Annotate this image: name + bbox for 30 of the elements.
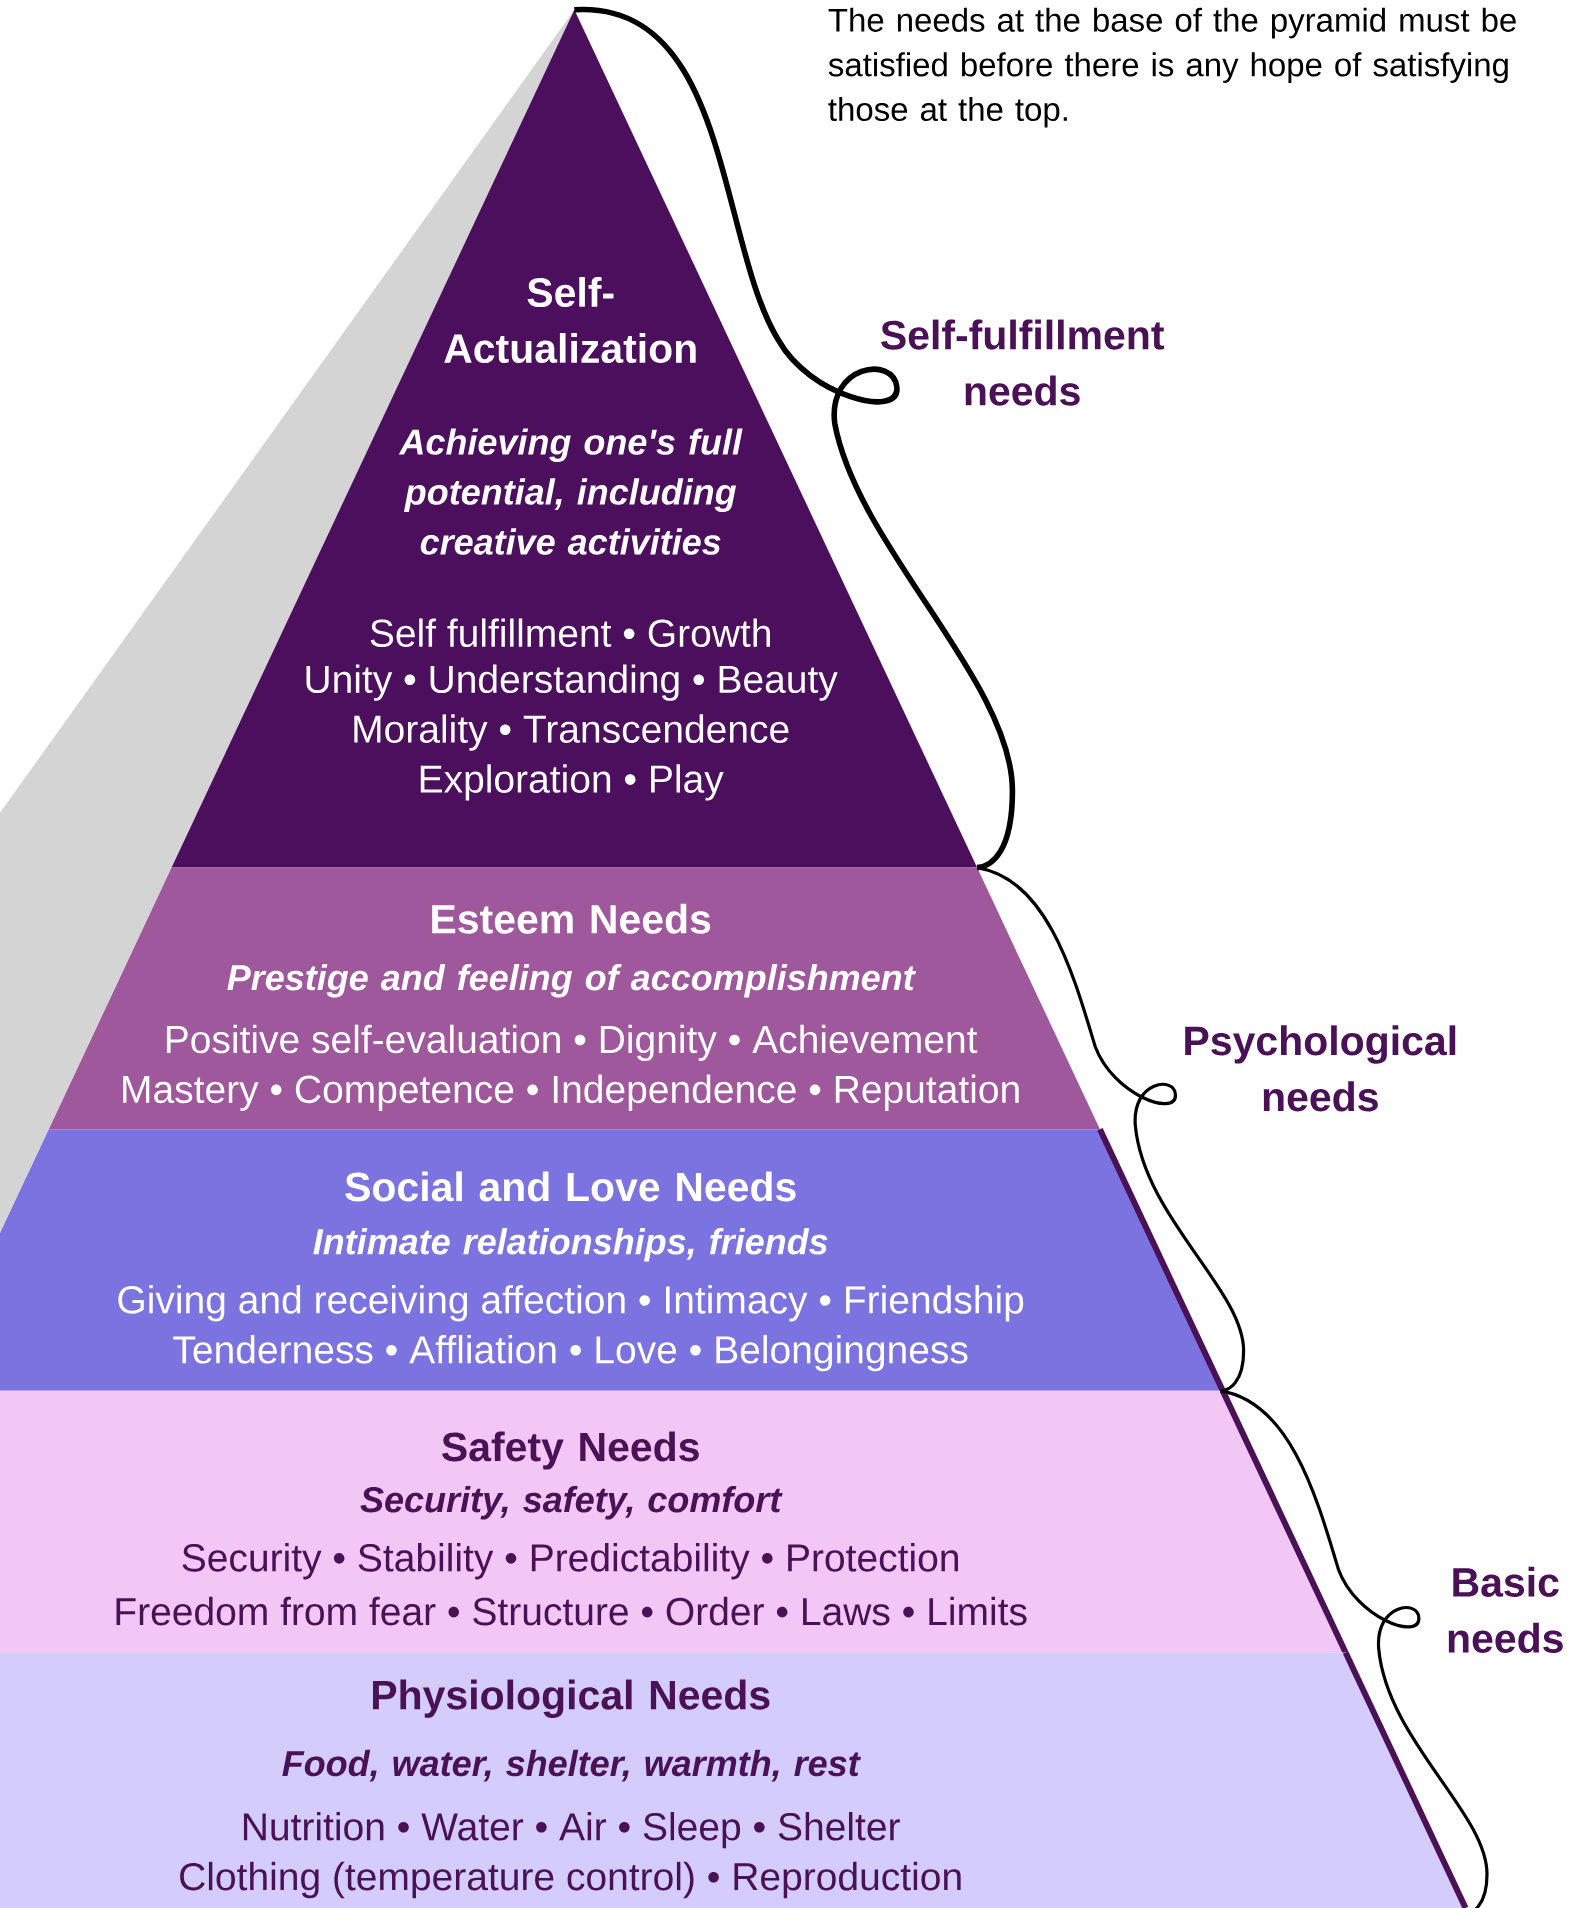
need-list: Nutrition • Water • Air • Sleep • Shelter <box>244 1811 901 1849</box>
need-list: Exploration • Play <box>421 764 724 801</box>
need-list: Tenderness • Affliation • Love • Belongingness <box>173 1334 968 1372</box>
need-list: Self fulfillment • Growth <box>370 618 771 648</box>
need-list: Freedom from fear • Structure • Order • Laws • Limits <box>116 1596 1027 1626</box>
group-label: Basic needs <box>1448 1566 1563 1653</box>
level-heading: Physiological Needs <box>373 1679 770 1718</box>
level-heading: Esteem Needs <box>432 903 711 934</box>
need-list: Positive self-evaluation • Dignity • Achievement <box>167 1024 978 1061</box>
need-list: Mastery • Competence • Independence • Reputation <box>123 1074 1019 1111</box>
group-label: Psychological needs <box>1185 1025 1456 1112</box>
level-subtitle: Prestige and feeling of accomplishment <box>227 964 917 998</box>
need-list: Morality • Transcendence <box>354 714 789 751</box>
need-list: Clothing (temperature control) • Reproduction <box>180 1861 961 1899</box>
group-label: Self-fulfillment needs <box>881 319 1165 406</box>
level-heading: Safety Needs <box>442 1431 700 1470</box>
need-list: Unity • Understanding • Beauty <box>306 664 838 701</box>
level-subtitle: Security, safety, comfort <box>360 1486 783 1520</box>
level-subtitle: Food, water, shelter, warmth, rest <box>282 1749 862 1782</box>
level-subtitle: Achieving one's full potential, including creative activities <box>398 428 743 555</box>
note-text: The needs at the base of the pyramid must be satisfied before there is any hope of satisfying those at the top. <box>828 7 1516 128</box>
pyramid-level <box>0 1389 1349 1654</box>
pyramid-level <box>0 1127 1226 1393</box>
level-heading: Social and Love Needs <box>345 1171 796 1202</box>
need-list: Security • Stability • Predictability • Protection <box>182 1543 959 1580</box>
pyramid-level <box>49 867 1101 1130</box>
need-list: Giving and receiving affection • Intimacy • Friendship <box>118 1285 1024 1322</box>
level-subtitle: Intimate relationships, friends <box>313 1228 828 1262</box>
pyramid-level <box>0 1651 1469 1908</box>
level-heading: Self-Actualization <box>444 277 696 364</box>
